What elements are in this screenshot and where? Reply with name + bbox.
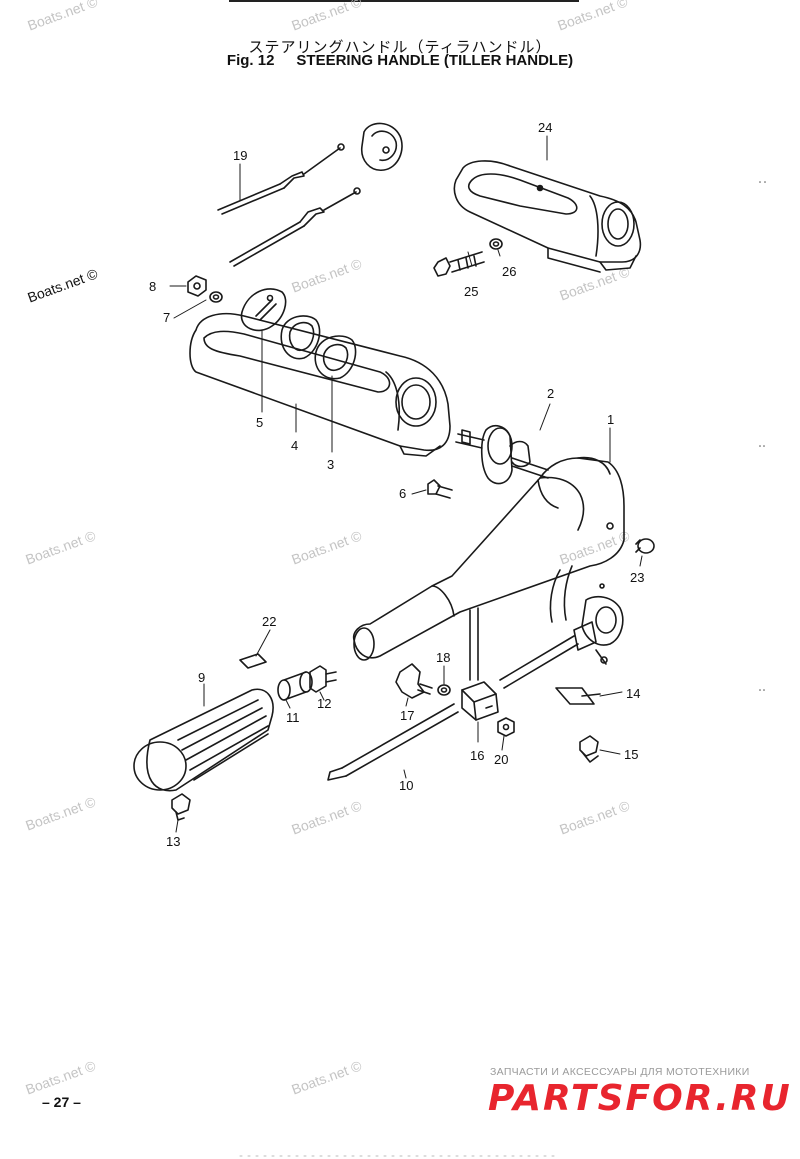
part-10-rod [327, 703, 459, 781]
page-number: – 27 – [42, 1094, 81, 1110]
part-18-washer [437, 684, 451, 696]
part-4-lower-cover [189, 312, 451, 457]
callout-8: 8 [149, 279, 156, 294]
callout-25: 25 [464, 284, 478, 299]
callout-23: 23 [630, 570, 644, 585]
title-japanese: ステアリングハンドル（ティラハンドル） [248, 38, 552, 56]
part-15-screw [579, 735, 599, 763]
callout-15: 15 [624, 747, 638, 762]
part-14-bracket [555, 687, 601, 705]
part-24-upper-cover [453, 160, 642, 273]
callout-26: 26 [502, 264, 516, 279]
throttle-linkage [499, 565, 624, 689]
part-5-plate [240, 288, 287, 332]
part-23-plug [635, 538, 655, 554]
part-2-bushing [455, 424, 549, 485]
callout-16: 16 [470, 748, 484, 763]
callout-14: 14 [626, 686, 640, 701]
part-22-label [239, 653, 267, 669]
part-1-tiller-arm [352, 456, 625, 681]
figure-label: Fig. 12 [226, 52, 275, 69]
callout-22: 22 [262, 614, 276, 629]
callout-19: 20 [494, 752, 508, 767]
part-26-washer [489, 238, 503, 250]
leader-lines [169, 135, 643, 833]
part-7-washer [209, 291, 223, 303]
callout-12: 12 [317, 696, 331, 711]
part-6-bolt [427, 479, 453, 499]
part-19-nut [497, 717, 515, 737]
callout-1: 1 [607, 412, 614, 427]
part-8-nut [187, 275, 207, 297]
part-11-collar [277, 671, 313, 701]
part-3-gasket [314, 335, 357, 380]
part-20-throttle-cables [217, 122, 403, 267]
scan-marks [239, 181, 766, 1157]
part-25-bolt [433, 251, 485, 277]
callout-2: 2 [547, 386, 554, 401]
callout-5: 5 [256, 415, 263, 430]
part-5-gasket [280, 315, 321, 360]
top-rule [229, 0, 579, 2]
callout-4: 4 [291, 438, 298, 453]
callout-3: 3 [327, 457, 334, 472]
figure-title: STEERING HANDLE (TILLER HANDLE) [296, 52, 574, 69]
brand-logo: PARTSFOR.RU [488, 1078, 792, 1119]
part-16-friction-block [461, 681, 499, 721]
callout-17: 17 [400, 708, 414, 723]
title-english: Fig. 12 STEERING HANDLE (TILLER HANDLE) [0, 52, 800, 69]
callout-10: 10 [399, 778, 413, 793]
callout-13: 13 [166, 834, 180, 849]
callout-6: 6 [399, 486, 406, 501]
part-9-grip [133, 688, 274, 792]
callout-7: 7 [163, 310, 170, 325]
part-13-screw [171, 793, 191, 821]
callout-11: 11 [286, 710, 300, 725]
callout-9: 9 [198, 670, 205, 685]
callout-24: 24 [538, 120, 552, 135]
part-12-spacer [309, 665, 337, 693]
callout-20: 19 [233, 148, 247, 163]
callout-numbers: 24 19 8 7 5 4 3 25 26 2 1 6 23 22 9 11 1… [149, 120, 644, 849]
callout-18: 18 [436, 650, 450, 665]
part-17-knob [395, 663, 433, 699]
banner-text: ЗАПЧАСТИ И АКСЕССУАРЫ ДЛЯ МОТОТЕХНИКИ [490, 1066, 750, 1078]
